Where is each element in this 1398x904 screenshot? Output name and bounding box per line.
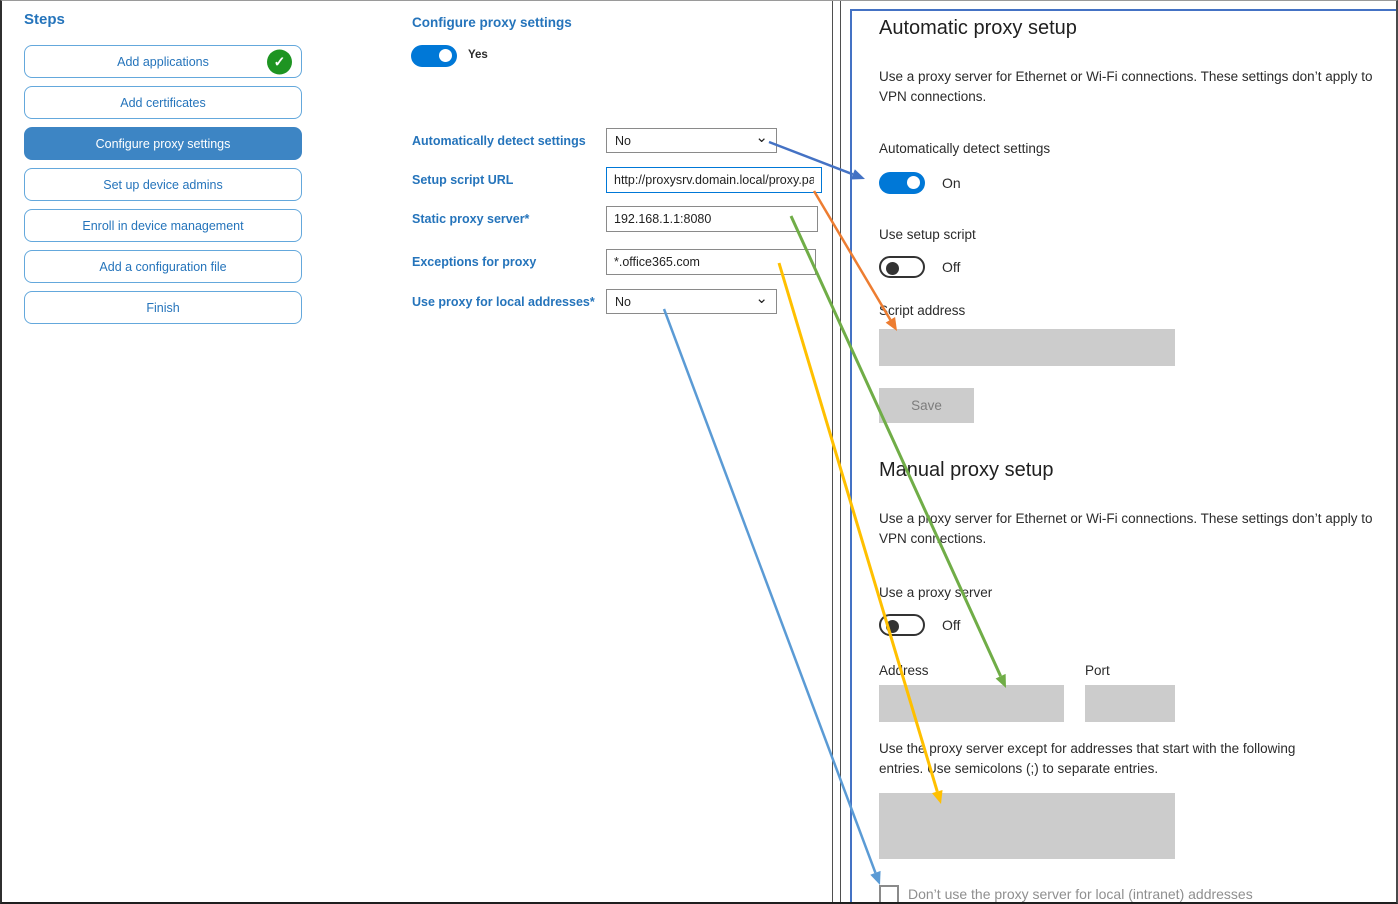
automatic-proxy-heading: Automatic proxy setup bbox=[879, 17, 1077, 39]
form-row-static-proxy: Static proxy server* bbox=[412, 206, 818, 232]
step-add-applications[interactable]: Add applications ✓ bbox=[24, 45, 302, 78]
step-enroll-in-device-management[interactable]: Enroll in device management bbox=[24, 209, 302, 242]
manual-proxy-heading: Manual proxy setup bbox=[879, 459, 1054, 481]
steps-panel-title: Steps bbox=[24, 11, 65, 28]
setup-script-url-label: Setup script URL bbox=[412, 173, 514, 187]
use-proxy-server-label: Use a proxy server bbox=[879, 585, 993, 600]
step-finish[interactable]: Finish bbox=[24, 291, 302, 324]
script-address-label: Script address bbox=[879, 303, 966, 318]
auto-detect-settings-label: Automatically detect settings bbox=[879, 141, 1051, 156]
step-set-up-device-admins[interactable]: Set up device admins bbox=[24, 168, 302, 201]
step-label: Finish bbox=[146, 300, 180, 315]
toggle-knob bbox=[886, 620, 899, 633]
address-label: Address bbox=[879, 663, 929, 678]
step-configure-proxy-settings[interactable]: Configure proxy settings bbox=[24, 127, 302, 160]
step-label: Enroll in device management bbox=[82, 218, 244, 233]
setup-script-url-input[interactable] bbox=[606, 167, 822, 193]
form-row-setup-script-url: Setup script URL bbox=[412, 167, 822, 193]
local-addresses-label: Use proxy for local addresses* bbox=[412, 294, 595, 309]
chevron-down-icon: ⌄ bbox=[755, 128, 768, 146]
save-button[interactable]: Save bbox=[879, 388, 974, 423]
step-label: Add a configuration file bbox=[99, 259, 227, 274]
step-label: Add certificates bbox=[120, 95, 206, 110]
auto-detect-dropdown[interactable]: No ⌄ bbox=[606, 128, 777, 153]
step-label: Set up device admins bbox=[103, 177, 223, 192]
port-input[interactable] bbox=[1085, 685, 1175, 722]
steps-list: Add applications ✓ Add certificates Conf… bbox=[24, 45, 302, 324]
use-setup-script-label: Use setup script bbox=[879, 227, 976, 242]
step-add-a-configuration-file[interactable]: Add a configuration file bbox=[24, 250, 302, 283]
local-intranet-checkbox-label: Don’t use the proxy server for local (in… bbox=[908, 886, 1253, 902]
chevron-down-icon: ⌄ bbox=[755, 289, 768, 307]
use-proxy-server-toggle-state: Off bbox=[942, 617, 961, 633]
script-address-input[interactable] bbox=[879, 329, 1175, 366]
auto-detect-toggle[interactable] bbox=[879, 172, 925, 194]
use-proxy-server-toggle[interactable] bbox=[879, 614, 925, 636]
dropdown-value: No bbox=[615, 133, 631, 148]
exceptions-label: Exceptions for proxy bbox=[412, 255, 537, 269]
static-proxy-label: Static proxy server* bbox=[412, 212, 530, 226]
local-addresses-dropdown[interactable]: No ⌄ bbox=[606, 289, 777, 314]
configure-proxy-toggle-state: Yes bbox=[468, 49, 488, 61]
form-row-exceptions: Exceptions for proxy bbox=[412, 249, 816, 275]
toggle-knob bbox=[886, 262, 899, 275]
address-input[interactable] bbox=[879, 685, 1064, 722]
static-proxy-input[interactable] bbox=[606, 206, 818, 232]
use-setup-script-toggle[interactable] bbox=[879, 256, 925, 278]
auto-detect-label: Automatically detect settings bbox=[412, 133, 586, 148]
form-row-auto-detect: Automatically detect settings No ⌄ bbox=[412, 128, 777, 153]
form-row-local-addresses: Use proxy for local addresses* No ⌄ bbox=[412, 289, 777, 314]
step-add-certificates[interactable]: Add certificates bbox=[24, 86, 302, 119]
auto-detect-toggle-state: On bbox=[942, 175, 961, 191]
step-label: Configure proxy settings bbox=[95, 136, 231, 151]
configure-proxy-toggle[interactable] bbox=[411, 45, 457, 67]
proxy-exceptions-textarea[interactable] bbox=[879, 793, 1175, 859]
use-setup-script-toggle-state: Off bbox=[942, 259, 961, 275]
panel-divider bbox=[832, 1, 833, 902]
completed-check-icon: ✓ bbox=[267, 49, 292, 74]
form-title: Configure proxy settings bbox=[412, 15, 572, 30]
manual-proxy-description: Use a proxy server for Ethernet or Wi-Fi… bbox=[879, 511, 1373, 547]
port-label: Port bbox=[1085, 663, 1110, 678]
dropdown-value: No bbox=[615, 294, 631, 309]
step-label: Add applications bbox=[117, 54, 209, 69]
local-addresses-arrow bbox=[662, 308, 877, 874]
exceptions-input[interactable] bbox=[606, 249, 816, 275]
proxy-exceptions-description: Use the proxy server except for addresse… bbox=[879, 741, 1296, 777]
toggle-knob bbox=[907, 176, 920, 189]
toggle-knob bbox=[439, 49, 452, 62]
local-intranet-checkbox[interactable] bbox=[879, 885, 899, 902]
automatic-proxy-description: Use a proxy server for Ethernet or Wi-Fi… bbox=[879, 69, 1373, 105]
panel-divider bbox=[840, 1, 841, 902]
